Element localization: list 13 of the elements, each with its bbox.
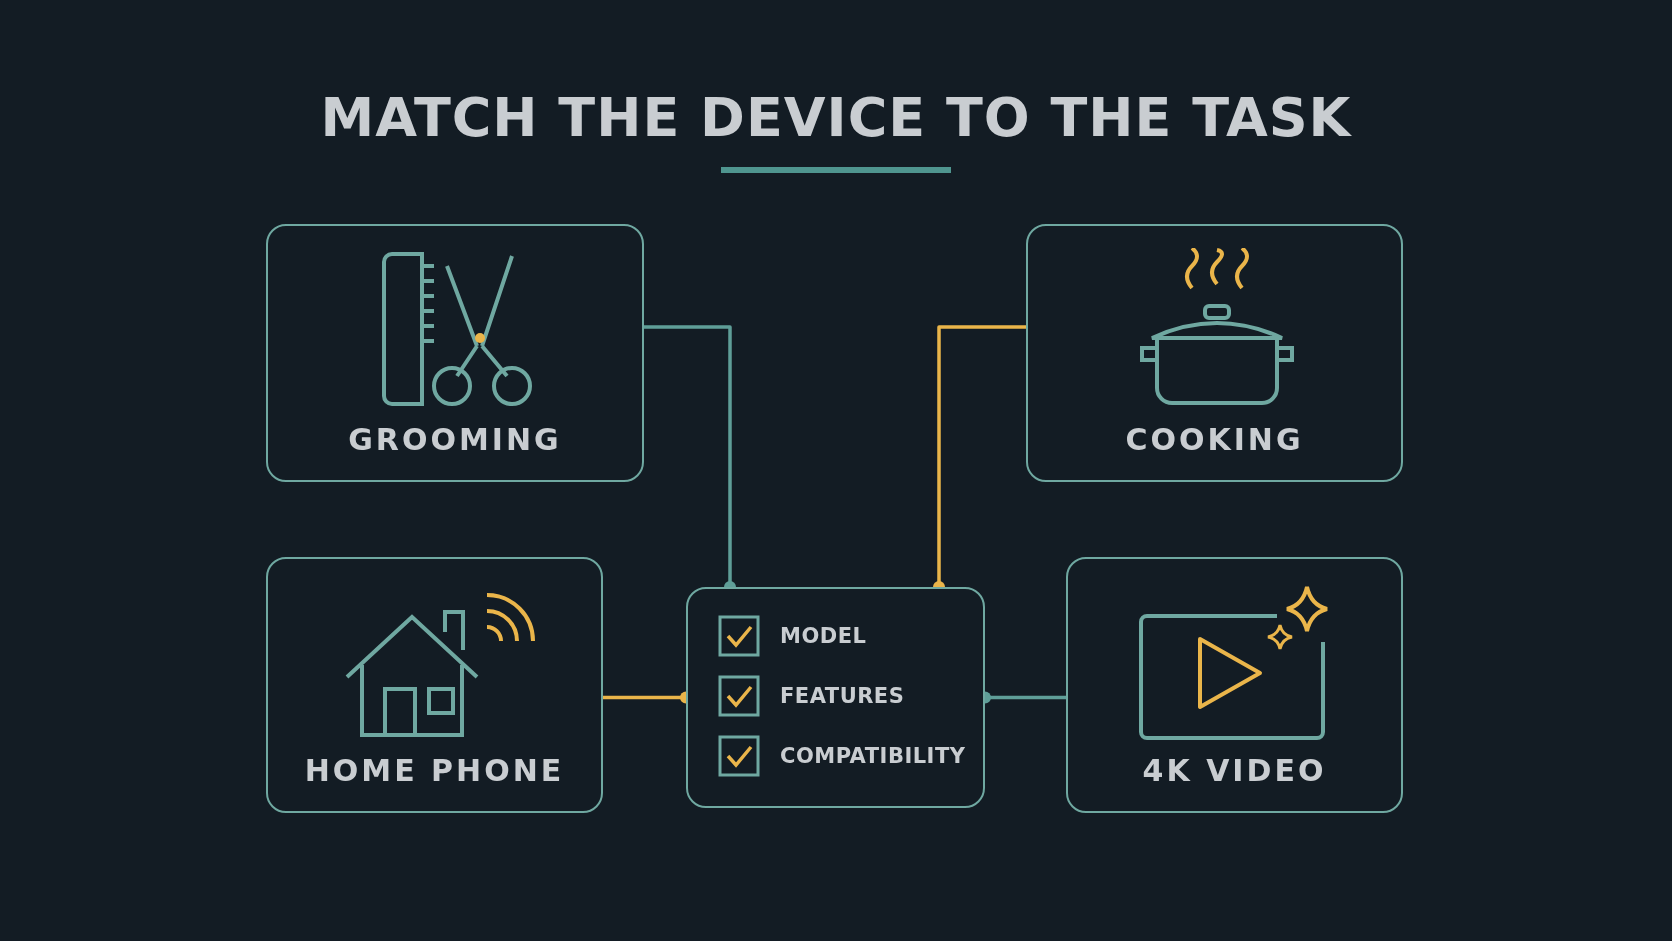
category-label: COOKING bbox=[1125, 422, 1304, 457]
category-card bbox=[1066, 557, 1403, 813]
checklist-card bbox=[686, 587, 985, 808]
title: MATCH THE DEVICE TO THE TASK bbox=[320, 86, 1352, 149]
category-label: GROOMING bbox=[348, 422, 562, 457]
category-label: HOME PHONE bbox=[304, 753, 565, 788]
category-label: 4K VIDEO bbox=[1142, 753, 1327, 788]
category-card bbox=[266, 557, 603, 813]
category-card bbox=[266, 224, 644, 482]
checklist-item: FEATURES bbox=[780, 684, 905, 708]
checklist-item: COMPATIBILITY bbox=[780, 744, 966, 768]
checklist-item: MODEL bbox=[780, 624, 867, 648]
category-card bbox=[1026, 224, 1403, 482]
